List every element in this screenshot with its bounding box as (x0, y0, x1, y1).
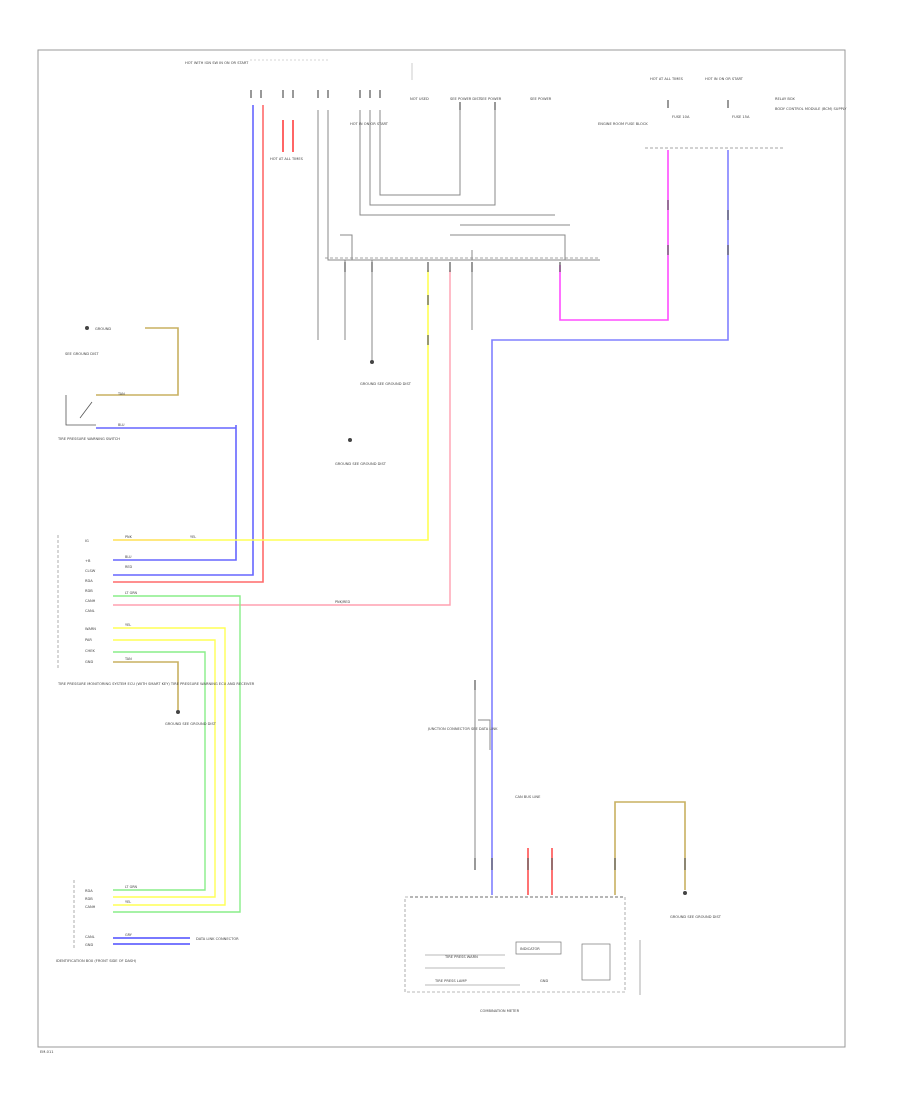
right-note-1: ENGINE ROOM FUSE BLOCK (598, 122, 648, 126)
svg-text:PNK/RED: PNK/RED (335, 600, 350, 604)
right-top-labels: HOT AT ALL TIMES HOT IN ON OR START ENGI… (598, 77, 847, 126)
svg-text:BLU: BLU (125, 555, 132, 559)
combo-tp-lamp: TIRE PRESS LAMP (434, 979, 467, 983)
hot-label-2: HOT IN ON OR START (350, 122, 389, 126)
module-pin-rdb: RDB (85, 589, 93, 593)
top-fuse-box: HOT WITH IGN SW IN ON OR START (185, 59, 413, 80)
tpms-switch-label: TIRE PRESSURE WARNING SWITCH (57, 437, 120, 441)
id-box-label: IDENTIFICATION BOX (FRONT SIDE OF DASH) (56, 959, 137, 963)
combo-meter-label: COMBINATION METER (480, 1009, 520, 1013)
wire-tan-top (96, 327, 179, 396)
svg-text:YEL: YEL (125, 900, 131, 904)
module-pin-clsw: CLSW (85, 569, 96, 573)
tpms-switch: GROUND SEE GROUND DIST TIRE PRESSURE WAR… (57, 327, 120, 441)
ign-note-3: SEE POWER (480, 97, 502, 101)
tpms-ecu-module: IG +B CLSW RDA RDB CANH CANL WARN PAR CH… (57, 535, 255, 726)
mid-connector: JUNCTION CONNECTOR SEE DATA LINK (427, 727, 498, 731)
wire-tan-combo (614, 801, 686, 895)
module-pin-gnd: GND (85, 660, 93, 664)
wire-blue-right (491, 150, 729, 895)
ign-note-1: NOT USED (410, 97, 429, 101)
id-pin-2: RDB (85, 897, 93, 901)
fuse-10a: FUSE 10A (672, 115, 690, 119)
hot-label-1: HOT AT ALL TIMES (270, 157, 304, 161)
svg-text:TAN: TAN (124, 657, 132, 661)
right-note-3: BODY CONTROL MODULE (BCM) SUPPLY (775, 107, 847, 111)
module-pin-warn: WARN (85, 627, 96, 631)
wire-labels: PNK YEL BLU RED LT GRN PNK/RED YEL TAN T… (117, 392, 350, 937)
identification-box: RDA RDB CANH CANL GND IDENTIFICATION BOX… (56, 880, 239, 963)
harness-gray (317, 110, 600, 870)
tow-ground-note: SEE GROUND DIST (65, 352, 99, 356)
module-pin-b: +B (85, 559, 91, 563)
ign-note-2: SEE POWER DIST (450, 97, 482, 101)
combo-side: CAN BUS LINE (515, 795, 541, 799)
wire-green (113, 595, 241, 913)
id-box-side: DATA LINK CONNECTOR (196, 937, 239, 941)
wire-lightred (113, 270, 451, 606)
wire-tan-module (113, 661, 179, 710)
svg-text:YEL: YEL (190, 535, 196, 539)
right-top-label-2: HOT IN ON OR START (705, 77, 744, 81)
svg-text:TAN: TAN (117, 392, 125, 396)
svg-text:LT GRN: LT GRN (125, 591, 138, 595)
module-pin-par: PAR (85, 638, 92, 642)
ground-symbols (85, 326, 687, 895)
module-pin-canh: CANH (85, 599, 96, 603)
footer-code: EM-011 (40, 1050, 54, 1054)
combination-meter: CAN BUS LINE GROUND SEE GROUND DIST TIRE… (404, 795, 722, 1013)
module-pin-ig: IG (85, 539, 89, 543)
id-pin-4: CANL (85, 935, 95, 939)
module-ground: GROUND SEE GROUND DIST (165, 722, 217, 726)
svg-text:PNK: PNK (125, 535, 133, 539)
module-pin-chek: CHEK (85, 649, 95, 653)
center-ground-2: GROUND SEE GROUND DIST (335, 462, 387, 466)
wire-yellow (113, 270, 429, 541)
wire-red-main (113, 105, 264, 583)
top-fuse-label: HOT WITH IGN SW IN ON OR START (185, 61, 249, 65)
right-note-2: RELAY BOX (775, 97, 795, 101)
svg-text:LT GRN: LT GRN (125, 885, 138, 889)
wire-yellow-2 (113, 627, 226, 906)
combo-tp-warn: TIRE PRESS WARN (444, 955, 478, 959)
id-pin-5: GND (85, 943, 93, 947)
module-pin-rda: RDA (85, 579, 93, 583)
wire-blue-main (113, 105, 254, 576)
wire-yellow-3 (113, 639, 216, 898)
connector-ticks (250, 90, 729, 870)
id-pin-3: CANH (85, 905, 96, 909)
svg-text:YEL: YEL (125, 623, 131, 627)
module-label: TIRE PRESSURE MONITORING SYSTEM ECU (WIT… (57, 682, 255, 686)
center-ground-1: GROUND SEE GROUND DIST (360, 382, 412, 386)
combo-ground: GROUND SEE GROUND DIST (670, 915, 722, 919)
right-top-label-1: HOT AT ALL TIMES (650, 77, 684, 81)
combo-gnd: GND (540, 979, 548, 983)
top-left-labels: HOT AT ALL TIMES HOT IN ON OR START NOT … (270, 97, 552, 161)
module-pin-canl: CANL (85, 609, 95, 613)
combo-indicator: INDICATOR (520, 947, 540, 951)
id-pin-1: RDA (85, 889, 93, 893)
ign-note-4: SEE POWER (530, 97, 552, 101)
diagram-frame (37, 49, 846, 1048)
fuse-15a: FUSE 15A (732, 115, 750, 119)
wire-green-2 (113, 651, 206, 891)
svg-text:RED: RED (125, 565, 132, 569)
wire-pink-right (559, 150, 669, 321)
svg-text:BLU: BLU (118, 423, 125, 427)
svg-text:GRY: GRY (125, 933, 133, 937)
tow-ground-label: GROUND (95, 327, 111, 331)
